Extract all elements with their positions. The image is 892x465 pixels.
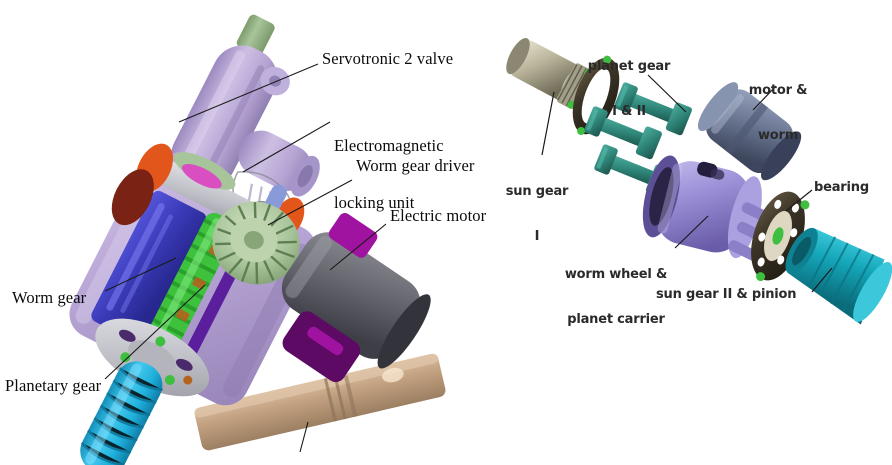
label-electric-motor: Electric motor — [390, 206, 487, 225]
motor-worm-part — [697, 82, 802, 181]
sun-gear-ii-pinion-part — [785, 227, 892, 325]
label-planetary-gear: Planetary gear — [5, 376, 102, 395]
leader-worm-wheel — [674, 215, 709, 249]
steering-rack — [194, 353, 446, 451]
leader-line-group-right — [541, 74, 833, 293]
label-sun-gear-ii-pinion: sun gear II & pinion — [656, 287, 797, 302]
leader-sun-gear-i — [541, 91, 555, 156]
bearing-ring-upper — [572, 55, 620, 136]
label-planet-gear: planet gear I & II — [578, 30, 680, 150]
label-worm-gear: Worm gear — [12, 288, 87, 307]
label-line-2: I — [534, 228, 540, 244]
label-line-1: motor & — [748, 82, 808, 98]
leader-planetary-gear — [104, 284, 206, 380]
label-line-2: locking unit — [334, 192, 415, 212]
leader-electric-motor — [329, 223, 387, 271]
leader-line-group — [104, 63, 387, 453]
seal-ring-lower — [111, 169, 154, 226]
leader-planet-gear — [647, 74, 687, 113]
right-panel-exploded: planet gear I & II motor & worm sun gear… — [490, 0, 892, 465]
label-servotronic-2-valve: Servotronic 2 valve — [322, 49, 454, 68]
label-bearing: bearing — [814, 180, 869, 195]
label-line-1: Electromagnetic — [334, 135, 444, 155]
label-electromagnetic-locking-unit: Electromagnetic locking unit — [334, 99, 444, 251]
label-worm-gear-driver: Worm gear driver — [356, 156, 475, 175]
motor-connector-bottom — [282, 311, 361, 383]
leader-sun-gear-ii — [811, 267, 833, 293]
leader-motor-worm — [752, 85, 777, 111]
label-line-1: sun gear — [505, 183, 569, 199]
leader-steering-rack — [299, 421, 309, 453]
label-line-2: I & II — [612, 103, 646, 119]
leader-worm-driver — [267, 179, 353, 226]
leader-servotronic — [178, 63, 319, 123]
motor-connector-top — [328, 212, 378, 258]
label-line-1: worm wheel & — [564, 266, 668, 282]
leader-worm-gear — [104, 257, 177, 292]
output-pinion-shaft — [80, 361, 163, 465]
electric-motor-body — [281, 212, 431, 383]
label-motor-worm: motor & worm — [740, 54, 816, 174]
leader-bearing — [785, 189, 813, 212]
label-line-2: worm — [757, 127, 799, 143]
label-line-1: planet gear — [587, 58, 671, 74]
left-panel-cutaway: Servotronic 2 valve Electromagnetic lock… — [5, 14, 487, 465]
label-worm-wheel-planet-carrier: worm wheel & planet carrier — [552, 238, 680, 358]
cutaway-illustration — [69, 14, 446, 465]
leader-electromagnetic — [242, 121, 331, 173]
label-sun-gear-i: sun gear I — [494, 155, 580, 275]
planet-gear-2 — [584, 106, 662, 160]
label-line-2: planet carrier — [567, 311, 665, 327]
worm-gear-driver-disc — [212, 201, 300, 285]
exploded-illustration — [506, 37, 892, 325]
